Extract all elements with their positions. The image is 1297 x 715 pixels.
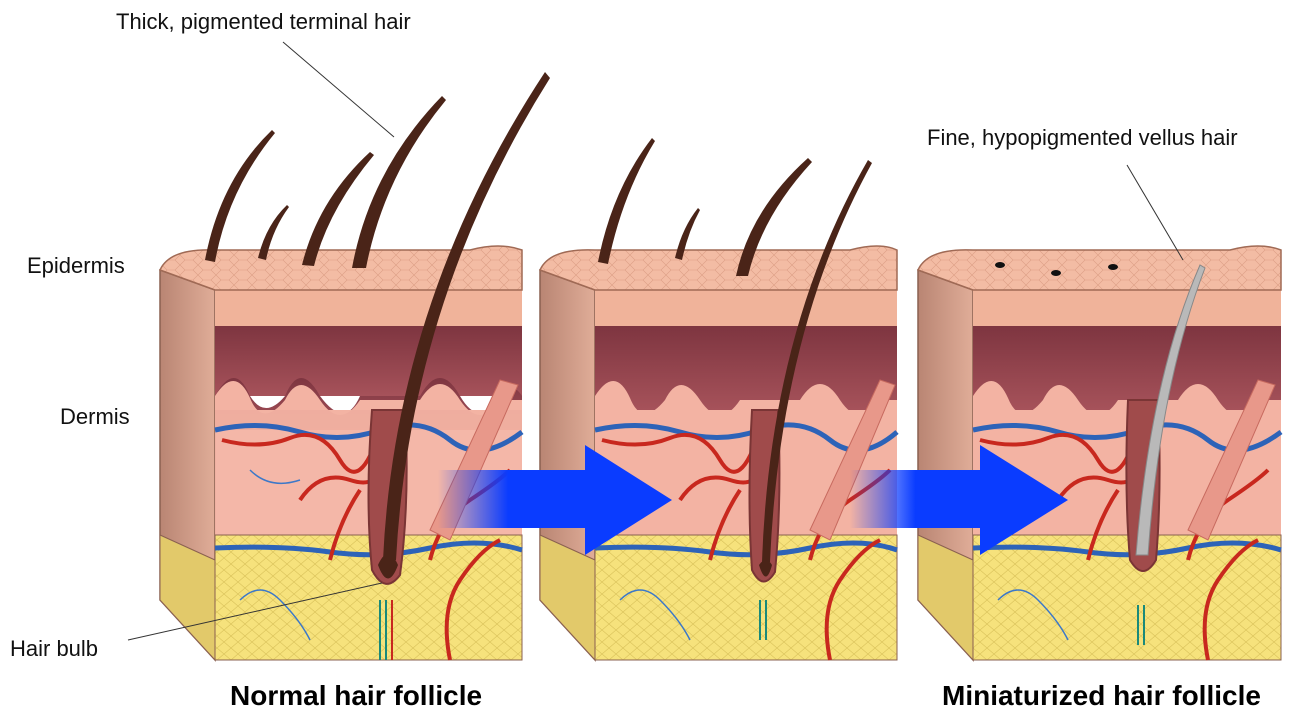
label-vellus-hair: Fine, hypopigmented vellus hair	[927, 125, 1238, 151]
intermediate-skin-block	[540, 138, 897, 660]
caption-miniaturized-follicle: Miniaturized hair follicle	[942, 680, 1261, 712]
normal-skin-block	[160, 72, 550, 660]
upper-dermis	[215, 326, 522, 396]
label-dermis: Dermis	[60, 404, 130, 430]
miniaturized-skin-block	[918, 246, 1281, 660]
label-epidermis: Epidermis	[27, 253, 125, 279]
label-terminal-hair: Thick, pigmented terminal hair	[116, 9, 411, 35]
caption-normal-follicle: Normal hair follicle	[230, 680, 482, 712]
terminal-hair-leader	[283, 42, 394, 137]
vellus-hair-leader	[1127, 165, 1183, 260]
label-hair-bulb: Hair bulb	[10, 636, 98, 662]
epidermis-layer	[215, 290, 522, 326]
